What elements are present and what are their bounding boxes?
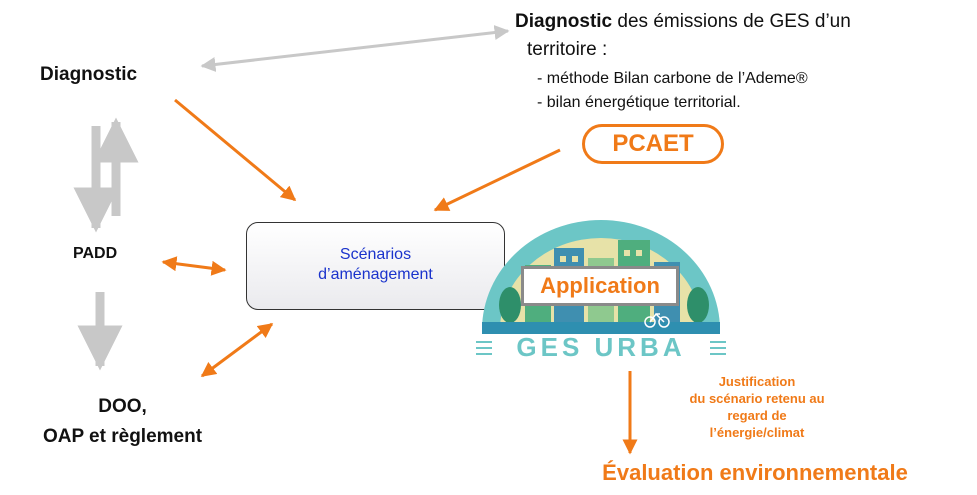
ges-diagnostic-bold: Diagnostic bbox=[515, 11, 613, 32]
ges-item-bilan-energetique: - bilan énergétique territorial. bbox=[537, 94, 741, 111]
justification-text: Justification du scénario retenu au rega… bbox=[632, 373, 882, 441]
padd-label: PADD bbox=[73, 245, 118, 262]
ges-diagnostic-title: Diagnostic des émissions de GES d’un bbox=[515, 11, 851, 33]
doo-label: DOO, OAP et règlement bbox=[0, 392, 245, 452]
arrow-doo-scenarios bbox=[200, 322, 274, 378]
arrow-diagnostic-to-scenarios bbox=[174, 98, 297, 202]
ges-diagnostic-rest: des émissions de GES d’un bbox=[612, 11, 851, 32]
scenarios-box: Scénarios d’aménagement bbox=[246, 222, 505, 310]
scenarios-text: Scénarios d’aménagement bbox=[247, 245, 504, 285]
application-label: Application bbox=[521, 266, 679, 306]
bike-icon bbox=[644, 312, 670, 328]
ges-urba-logo-text: GES URBA bbox=[516, 332, 686, 362]
justification-line-4: l’énergie/climat bbox=[709, 425, 805, 440]
justification-line-2: du scénario retenu au bbox=[689, 391, 825, 406]
arrow-diagnostic-ges bbox=[200, 25, 510, 72]
arrow-padd-scenarios bbox=[161, 256, 227, 276]
scenarios-line-1: Scénarios bbox=[339, 246, 412, 263]
ges-item-bilan-carbone: - méthode Bilan carbone de l’Ademe® bbox=[537, 70, 808, 87]
doo-line-1: DOO, bbox=[98, 396, 147, 417]
justification-line-3: regard de bbox=[727, 408, 787, 423]
diagnostic-label: Diagnostic bbox=[40, 64, 138, 85]
arrow-pcaet-to-scenarios bbox=[433, 148, 561, 212]
pcaet-badge: PCAET bbox=[582, 124, 724, 164]
doo-line-2: OAP et règlement bbox=[42, 426, 203, 447]
evaluation-environnementale: Évaluation environnementale bbox=[602, 460, 908, 485]
logo-tree bbox=[687, 287, 709, 323]
justification-line-1: Justification bbox=[718, 374, 796, 389]
ges-diagnostic-line2: territoire : bbox=[527, 39, 608, 60]
logo-tree bbox=[499, 287, 521, 323]
scenarios-line-2: d’aménagement bbox=[318, 266, 433, 283]
